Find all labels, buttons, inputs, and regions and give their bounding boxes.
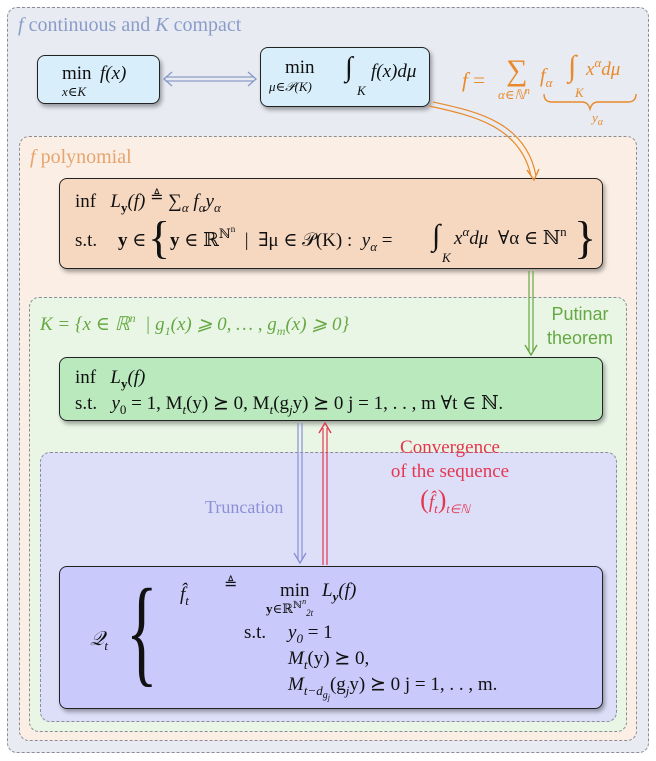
expansion-integral-domain: K [575, 85, 584, 100]
expansion-sum-index: α∈ℕn [498, 86, 530, 102]
region-title-continuous-compact: f continuous and K compact [18, 14, 242, 36]
putinar-arrow [524, 271, 538, 357]
min-operator: min [285, 57, 315, 78]
integral-sign: ∫ [432, 219, 441, 252]
truncation-label: Truncation [205, 497, 284, 517]
putinar-theorem-label: Putinar theorem [546, 304, 614, 348]
equivalence-arrow [162, 71, 258, 87]
expansion-underbrace [543, 93, 637, 112]
inf-line: inf Ly(f) [75, 367, 146, 391]
integral-sign: ∫ [345, 52, 353, 83]
putinar-problem-box: inf Ly(f) s.t. y0 = 1, Mt(y) ⪰ 0, Mt(gjy… [59, 357, 603, 421]
moment-reformulation-arrow [428, 101, 540, 182]
integral-domain: K [442, 250, 451, 265]
expansion-integrand: xαdμ [586, 55, 621, 80]
min-operator: min [62, 63, 92, 84]
defeq-symbol: ≜ [224, 576, 238, 593]
objective-f: f(x) [100, 63, 127, 84]
expansion-moment-label: yα [592, 110, 604, 128]
convergence-arrow [318, 421, 332, 565]
right-brace: } [574, 212, 597, 263]
left-brace: { [148, 212, 171, 263]
measure-problem-box: min μ∈𝒫(K) ∫ K f(x)dμ [260, 47, 430, 107]
region-title-semialgebraic: K = {x ∈ ℝn | g1(x) ⩾ 0, … , gm(x) ⩾ 0} [40, 311, 350, 338]
inf-line: inf Ly(f) ≜ ∑α fαyα [75, 189, 221, 215]
min-domain: μ∈𝒫(K) [269, 79, 312, 94]
integral-domain: K [357, 83, 366, 98]
constraint-Mt-localizing: Mt−dgj(gjy) ⪰ 0 j = 1, . . , m. [288, 674, 498, 702]
constraint-line: s.t. y0 = 1, Mt(y) ⪰ 0, Mt(gjy) ⪰ 0 j = … [75, 393, 504, 417]
y-vector: y ∈ [118, 230, 147, 251]
st-label: s.t. [75, 230, 98, 251]
convergence-label: Convergence of the sequence (f̂t)t∈ℕ [390, 437, 510, 516]
fhat-t: f̂t [180, 584, 189, 608]
Qt-symbol: 𝒬t [90, 628, 108, 653]
set-definition: y ∈ ℝℕn | ∃μ ∈ 𝒫(K) : yα = [170, 224, 393, 254]
min-operator: min [280, 580, 310, 601]
min-domain: x∈K [62, 84, 87, 99]
lasserre-problem-box: 𝒬t { f̂t ≜ min y∈ℝℕn2t Ly(f) s.t. y0 = 1… [59, 566, 603, 709]
min-domain: y∈ℝℕn2t [266, 597, 314, 618]
min-problem-box: min f(x) x∈K [37, 55, 160, 104]
st-label: s.t. [244, 622, 267, 643]
objective-Ly: Ly(f) [322, 580, 357, 604]
expansion-integral: ∫ [568, 50, 577, 83]
expansion-f-alpha: fα [540, 65, 553, 90]
left-brace: { [126, 564, 158, 697]
constraint-y0: y0 = 1 [288, 622, 333, 646]
expansion-f: f = [462, 68, 485, 92]
truncation-arrow [293, 423, 307, 565]
moment-integrand: xαdμ ∀α ∈ ℕn [454, 224, 567, 249]
expansion-sum-sign: ∑ [506, 54, 528, 87]
constraint-Mt: Mt(y) ⪰ 0, [288, 648, 370, 672]
integrand: f(x)dμ [371, 61, 417, 82]
region-title-polynomial: f polynomial [30, 146, 132, 168]
moment-problem-box: inf Ly(f) ≜ ∑α fαyα s.t. y ∈ { y ∈ ℝℕn |… [59, 178, 603, 269]
